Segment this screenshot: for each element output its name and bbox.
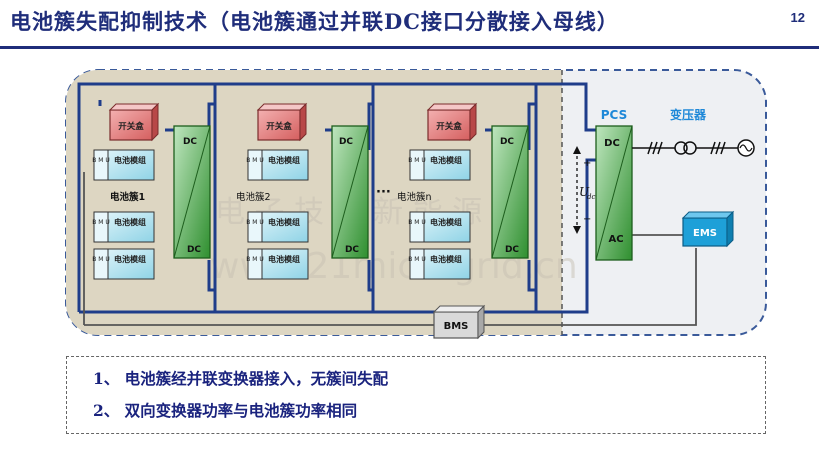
svg-text:电池模组: 电池模组 [430, 254, 462, 264]
switch-box-label: 开关盒 [266, 121, 292, 132]
cluster-n: 开关盒 B M U 电池模组 电池簇n B M U 电池模组 B M U 电池模… [397, 102, 529, 280]
switch-box [257, 109, 301, 141]
svg-text:B M U: B M U [92, 256, 110, 263]
dc-bus-lines [77, 82, 597, 314]
svg-text:电池模组: 电池模组 [114, 155, 146, 165]
note-2: 2、 双向变换器功率与电池簇功率相同 [93, 401, 358, 420]
battery-module: B M U 电池模组 [408, 211, 471, 243]
cluster-ellipsis: ··· [376, 185, 391, 200]
svg-text:电池模组: 电池模组 [268, 217, 300, 227]
pcs-converter: PCS DC AC [595, 108, 633, 261]
svg-text:DC: DC [500, 137, 514, 147]
svg-text:AC: AC [608, 234, 623, 245]
title-underline [0, 46, 819, 49]
svg-text:B M U: B M U [408, 256, 426, 263]
dc-dc-converter: DC DC [491, 125, 529, 259]
dc-dc-converter: DC DC [173, 125, 211, 259]
battery-module: B M U 电池模组 [408, 248, 471, 280]
page-title: 电池簇失配抑制技术（电池簇通过并联DC接口分散接入母线） [10, 9, 619, 34]
svg-text:EMS: EMS [693, 228, 717, 239]
battery-module: B M U 电池模组 [92, 211, 155, 243]
svg-text:电池模组: 电池模组 [430, 155, 462, 165]
note-1: 1、 电池簇经并联变换器接入，无簇间失配 [93, 369, 389, 388]
svg-text:B M U: B M U [246, 157, 264, 164]
cluster-label: 电池簇1 [110, 191, 145, 203]
system-diagram: 电 子 技 术 新 能 源 www.21microgrid.cn 开关盒 B M… [65, 69, 767, 340]
transformer-label: 变压器 [670, 107, 707, 122]
svg-text:B M U: B M U [246, 256, 264, 263]
page-number: 12 [790, 10, 805, 25]
ac-grid-icon [737, 139, 755, 157]
cluster-label: 电池簇n [397, 191, 432, 203]
bms-box: BMS [432, 304, 486, 340]
svg-text:B M U: B M U [92, 157, 110, 164]
svg-text:+: + [583, 158, 591, 169]
svg-text:B M U: B M U [246, 219, 264, 226]
svg-text:B M U: B M U [408, 157, 426, 164]
pcs-title: PCS [601, 108, 627, 122]
bms-comm-lines [83, 172, 697, 326]
svg-text:电池模组: 电池模组 [430, 217, 462, 227]
svg-text:B M U: B M U [408, 219, 426, 226]
dc-dc-converter: DC DC [331, 125, 369, 259]
svg-text:DC: DC [183, 137, 197, 147]
svg-text:电池模组: 电池模组 [268, 254, 300, 264]
cluster-1: 开关盒 B M U 电池模组 电池簇1 B M U 电池模组 B M U 电池模… [92, 102, 211, 280]
switch-box-label: 开关盒 [436, 121, 462, 132]
battery-module: B M U 电池模组 [246, 211, 309, 243]
svg-text:电池模组: 电池模组 [114, 217, 146, 227]
dc-voltage-indicator: + U dc − [573, 146, 595, 234]
svg-text:DC: DC [187, 245, 201, 255]
svg-text:BMS: BMS [444, 321, 469, 332]
svg-text:dc: dc [587, 193, 595, 201]
battery-module: B M U 电池模组 [408, 149, 471, 181]
cluster-2: 开关盒 B M U 电池模组 电池簇2 B M U 电池模组 B M U 电池模… [236, 102, 369, 280]
svg-text:电池模组: 电池模组 [114, 254, 146, 264]
switch-box-label: 开关盒 [118, 121, 144, 132]
svg-text:DC: DC [604, 138, 620, 149]
transformer-icon [632, 141, 738, 155]
cluster-label: 电池簇2 [236, 191, 271, 203]
battery-module: B M U 电池模组 [246, 248, 309, 280]
svg-text:U: U [579, 185, 590, 199]
svg-text:B M U: B M U [92, 219, 110, 226]
switch-box [109, 109, 153, 141]
battery-module: B M U 电池模组 [246, 149, 309, 181]
svg-text:DC: DC [505, 245, 519, 255]
svg-text:−: − [583, 214, 591, 225]
svg-text:DC: DC [339, 137, 353, 147]
battery-module: B M U 电池模组 [92, 248, 155, 280]
battery-module: B M U 电池模组 [92, 149, 155, 181]
svg-text:DC: DC [345, 245, 359, 255]
notes-box: 1、 电池簇经并联变换器接入，无簇间失配 2、 双向变换器功率与电池簇功率相同 [66, 356, 766, 434]
ems-box: EMS [681, 210, 735, 248]
svg-text:电池模组: 电池模组 [268, 155, 300, 165]
